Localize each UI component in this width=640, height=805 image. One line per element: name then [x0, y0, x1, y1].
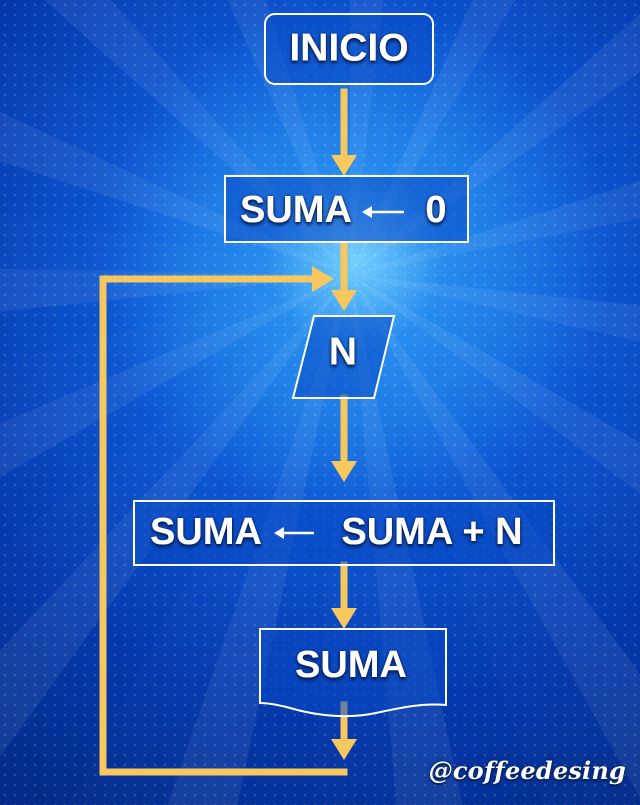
assignment-node — [224, 175, 469, 243]
assignment-left-label: SUMA — [240, 189, 352, 231]
process-right-label: SUMA + N — [341, 511, 522, 553]
assignment-arrow-head-icon — [362, 206, 372, 218]
arrow-assign-to-input — [331, 290, 357, 311]
credit-text: @coffeedesing — [428, 756, 626, 785]
arrow-input-to-process — [331, 461, 357, 482]
output-label: SUMA — [295, 644, 407, 686]
process-arrow-head-icon — [274, 527, 284, 539]
start-node — [264, 13, 434, 85]
loop-back-arrow — [312, 266, 334, 292]
arrow-output-to-loop — [331, 739, 357, 760]
output-node — [259, 628, 447, 718]
process-node — [133, 500, 555, 566]
process-left-label: SUMA — [150, 511, 262, 553]
arrow-process-to-output — [331, 608, 357, 629]
input-label: N — [329, 330, 357, 373]
start-label: INICIO — [289, 26, 408, 69]
loop-back-connector — [99, 275, 348, 776]
input-node — [291, 315, 396, 399]
assignment-right-label: 0 — [425, 189, 446, 231]
arrow-start-to-assign — [331, 155, 357, 176]
